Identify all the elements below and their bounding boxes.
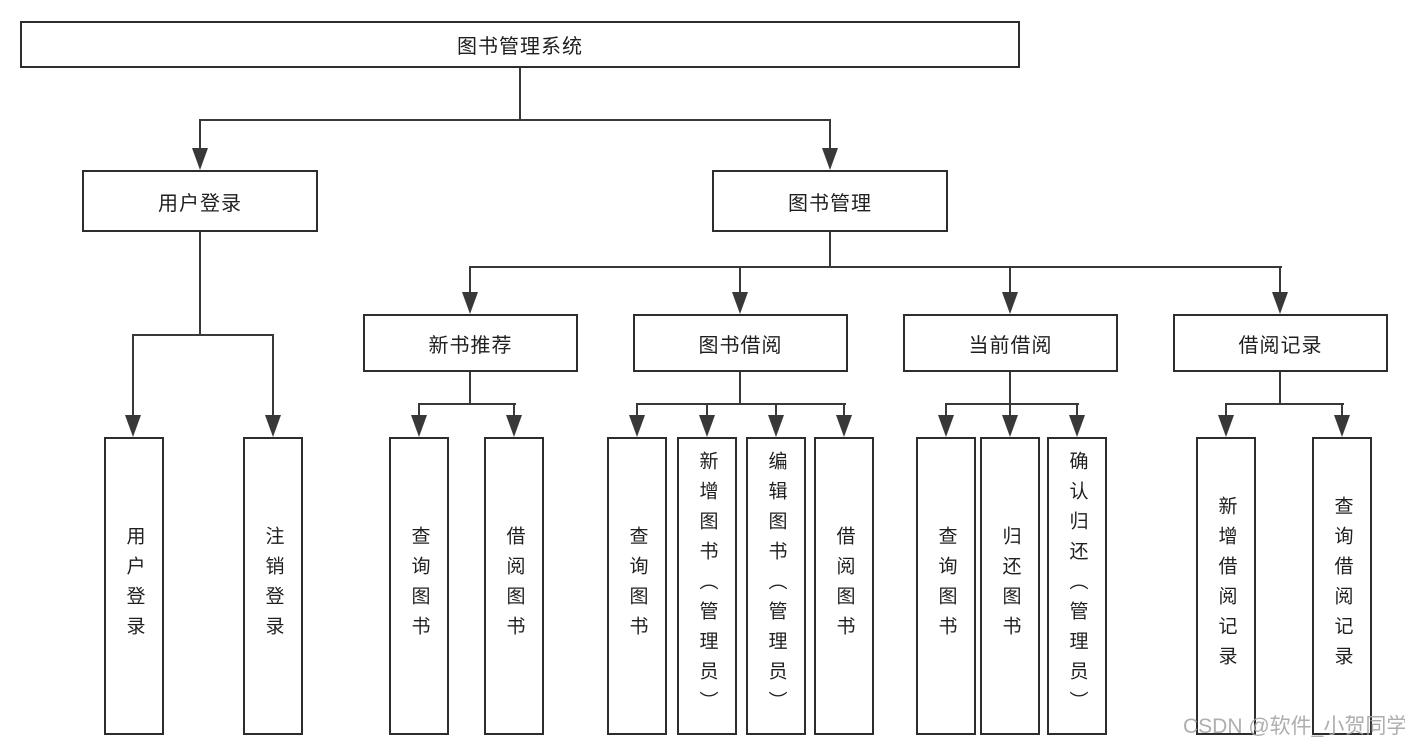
leaf-user-login: 用户登录: [104, 437, 164, 735]
connector-stub: [1076, 403, 1078, 416]
node-current-borrow: 当前借阅: [903, 314, 1118, 372]
arrow-down-icon: [836, 415, 852, 437]
connector-stub: [1341, 403, 1343, 416]
connector-borrow-split: [636, 403, 846, 405]
connector-recommend-split: [418, 403, 516, 405]
leaf-borrow-books-label: 借阅图书: [833, 526, 855, 646]
connector-stub: [1225, 403, 1227, 416]
arrow-down-icon: [938, 415, 954, 437]
root-node: 图书管理系统: [20, 21, 1020, 68]
arrow-down-icon: [411, 415, 427, 437]
connector-stub: [843, 403, 845, 416]
arrow-down-icon: [462, 292, 478, 314]
leaf-return-books: 归还图书: [980, 437, 1040, 735]
node-user-login-label: 用户登录: [158, 192, 242, 215]
leaf-recommend-query-books-label: 查询图书: [408, 526, 430, 646]
arrow-down-icon: [629, 415, 645, 437]
arrow-down-icon: [732, 292, 748, 314]
connector-records-split: [1225, 403, 1344, 405]
connector-to-book-management: [829, 119, 831, 149]
node-new-book-recommend: 新书推荐: [363, 314, 578, 372]
arrow-down-icon: [1334, 415, 1350, 437]
connector-root-stem: [519, 68, 521, 121]
leaf-add-books-admin: 新增图书（管理员）: [677, 437, 737, 735]
connector-bm-stem: [829, 232, 831, 268]
arrow-down-icon: [699, 415, 715, 437]
connector-recommend-stem: [469, 372, 471, 405]
connector-to-user-login: [199, 119, 201, 149]
arrow-down-icon: [1069, 415, 1085, 437]
leaf-edit-books-admin: 编辑图书（管理员）: [746, 437, 806, 735]
connector-current-split: [945, 403, 1079, 405]
arrow-down-icon: [1272, 292, 1288, 314]
connector-to-current: [1009, 266, 1011, 293]
connector-login-split: [132, 334, 274, 336]
arrow-down-icon: [1002, 415, 1018, 437]
root-node-label: 图书管理系统: [457, 36, 583, 58]
leaf-current-query-books: 查询图书: [916, 437, 976, 735]
leaf-edit-books-admin-label: 编辑图书（管理员）: [765, 451, 787, 721]
connector-stub: [513, 403, 515, 416]
connector-to-recommend: [469, 266, 471, 293]
connector-login-stem: [199, 232, 201, 336]
arrow-down-icon: [1218, 415, 1234, 437]
leaf-recommend-borrow-books: 借阅图书: [484, 437, 544, 735]
connector-bm-split: [469, 266, 1282, 268]
leaf-query-borrow-record-label: 查询借阅记录: [1331, 496, 1353, 676]
node-book-borrow: 图书借阅: [633, 314, 848, 372]
node-book-management: 图书管理: [712, 170, 948, 232]
leaf-borrow-query-books-label: 查询图书: [626, 526, 648, 646]
leaf-recommend-query-books: 查询图书: [389, 437, 449, 735]
connector-borrow-stem: [739, 372, 741, 405]
leaf-confirm-return-admin-label: 确认归还（管理员）: [1066, 451, 1088, 721]
arrow-down-icon: [125, 415, 141, 437]
leaf-logout: 注销登录: [243, 437, 303, 735]
connector-to-records: [1279, 266, 1281, 293]
connector-login-right: [272, 334, 274, 415]
arrow-down-icon: [265, 415, 281, 437]
arrow-down-icon: [768, 415, 784, 437]
leaf-add-borrow-record: 新增借阅记录: [1196, 437, 1256, 735]
leaf-borrow-query-books: 查询图书: [607, 437, 667, 735]
node-borrow-records: 借阅记录: [1173, 314, 1388, 372]
node-current-borrow-label: 当前借阅: [968, 334, 1053, 357]
connector-login-left: [132, 334, 134, 415]
connector-stub: [418, 403, 420, 416]
node-borrow-records-label: 借阅记录: [1238, 334, 1323, 357]
connector-records-stem: [1279, 372, 1281, 405]
connector-stub: [706, 403, 708, 416]
csdn-watermark: CSDN @软件_小贺同学: [1183, 715, 1405, 738]
leaf-recommend-borrow-books-label: 借阅图书: [503, 526, 525, 646]
connector-stub: [775, 403, 777, 416]
leaf-logout-label: 注销登录: [262, 526, 284, 646]
leaf-borrow-books: 借阅图书: [814, 437, 874, 735]
node-book-borrow-label: 图书借阅: [698, 334, 783, 357]
connector-root-split: [199, 119, 831, 121]
leaf-add-books-admin-label: 新增图书（管理员）: [696, 451, 718, 721]
leaf-user-login-label: 用户登录: [123, 526, 145, 646]
arrow-down-icon: [1002, 292, 1018, 314]
leaf-return-books-label: 归还图书: [999, 526, 1021, 646]
leaf-confirm-return-admin: 确认归还（管理员）: [1047, 437, 1107, 735]
node-new-book-recommend-label: 新书推荐: [428, 334, 513, 357]
arrow-down-icon: [822, 148, 838, 170]
leaf-query-borrow-record: 查询借阅记录: [1312, 437, 1372, 735]
connector-stub: [636, 403, 638, 416]
arrow-down-icon: [192, 148, 208, 170]
connector-current-stem: [1009, 372, 1011, 405]
connector-stub: [945, 403, 947, 416]
arrow-down-icon: [506, 415, 522, 437]
connector-to-borrow: [739, 266, 741, 293]
connector-stub: [1009, 403, 1011, 416]
node-user-login: 用户登录: [82, 170, 318, 232]
node-book-management-label: 图书管理: [788, 192, 872, 215]
leaf-current-query-books-label: 查询图书: [935, 526, 957, 646]
leaf-add-borrow-record-label: 新增借阅记录: [1215, 496, 1237, 676]
